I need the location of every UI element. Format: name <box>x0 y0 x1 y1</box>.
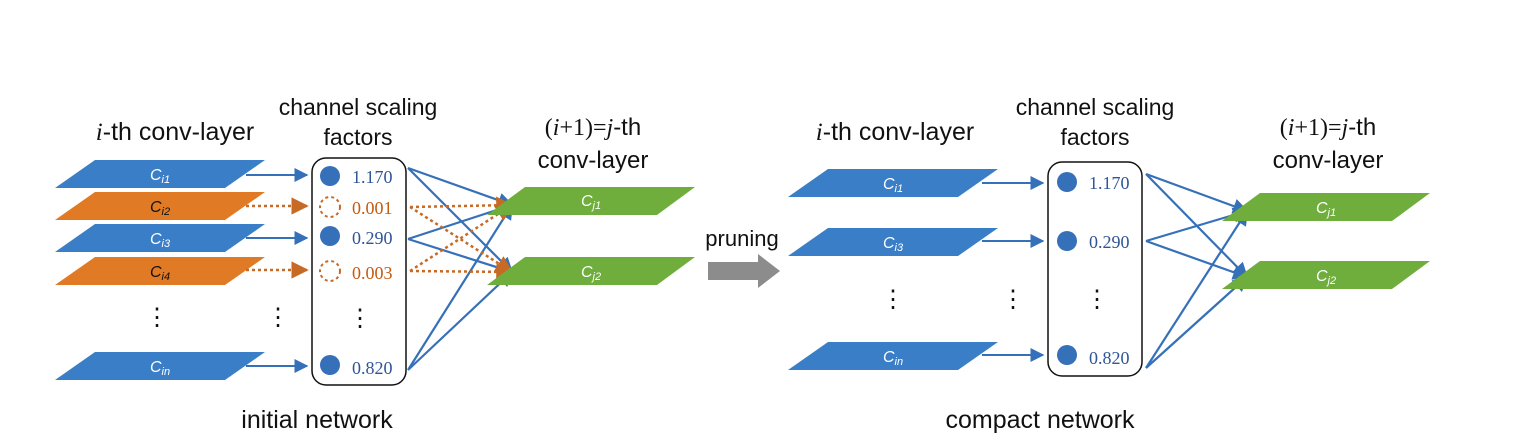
left-next-layer-label-line2: conv-layer <box>538 147 649 174</box>
svg-text:Cj2: Cj2 <box>581 264 601 283</box>
right-output-channel-1: Cj1 <box>1222 193 1430 221</box>
left-channel-2-pruned: Ci2 <box>55 192 265 220</box>
left-factor-value-n: 0.820 <box>352 358 393 378</box>
right-caption: compact network <box>946 406 1135 434</box>
left-factor-value-3: 0.290 <box>352 228 393 248</box>
pruning-step: pruning <box>705 226 780 288</box>
right-channel-3: Ci3 <box>788 228 998 256</box>
right-channels-ellipsis: ⋮ <box>881 286 905 313</box>
right-factor-dot-1 <box>1057 172 1077 192</box>
right-channel-n: Cin <box>788 342 998 370</box>
left-channel-4-pruned: Ci4 <box>55 257 265 285</box>
svg-text:Ci1: Ci1 <box>150 167 170 186</box>
right-factor-dot-n <box>1057 345 1077 365</box>
right-factor-dot-3 <box>1057 231 1077 251</box>
right-arrows-ellipsis: ⋮ <box>1001 286 1025 313</box>
left-factors-label-line1: channel scaling <box>279 94 438 120</box>
svg-text:Ci1: Ci1 <box>883 176 903 195</box>
right-factors-box <box>1047 161 1143 377</box>
left-factor-value-4: 0.003 <box>352 263 393 283</box>
left-factors-ellipsis: ⋮ <box>348 305 372 332</box>
left-factor-dot-2-pruned <box>319 196 341 218</box>
pruning-arrow-icon <box>708 254 780 288</box>
right-factors-label-line1: channel scaling <box>1016 94 1175 120</box>
right-factor-value-1: 1.170 <box>1089 173 1130 193</box>
right-factor-value-3: 0.290 <box>1089 232 1130 252</box>
svg-text:Cj2: Cj2 <box>1316 268 1336 287</box>
left-factor-dot-1 <box>320 166 340 186</box>
svg-text:Ci3: Ci3 <box>883 235 904 254</box>
initial-network: i-th conv-layer channel scaling factors … <box>55 94 695 434</box>
left-factor-value-2: 0.001 <box>352 198 393 218</box>
svg-text:Cin: Cin <box>150 359 170 378</box>
right-next-layer-label-line1: (i+1)=j-th <box>1280 114 1376 141</box>
left-connections <box>407 166 514 371</box>
svg-text:Cin: Cin <box>883 349 903 368</box>
left-factor-value-1: 1.170 <box>352 167 393 187</box>
right-next-layer-label-line2: conv-layer <box>1273 147 1384 174</box>
right-channel-1: Ci1 <box>788 169 998 197</box>
left-factor-dot-4-pruned <box>319 260 341 282</box>
left-channel-n: Cin <box>55 352 265 380</box>
right-layer-label: i-th conv-layer <box>816 118 974 146</box>
svg-text:Cj1: Cj1 <box>1316 200 1336 219</box>
svg-text:Ci2: Ci2 <box>150 199 170 218</box>
left-factors-label-line2: factors <box>323 124 392 150</box>
right-factors-label-line2: factors <box>1060 124 1129 150</box>
left-output-channel-2: Cj2 <box>487 257 695 285</box>
left-output-channel-1: Cj1 <box>487 187 695 215</box>
left-factors-box <box>311 157 407 386</box>
right-factors-ellipsis: ⋮ <box>1085 286 1109 313</box>
left-factor-dot-3 <box>320 226 340 246</box>
left-next-layer-label-line1: (i+1)=j-th <box>545 114 641 141</box>
left-layer-label: i-th conv-layer <box>96 118 254 146</box>
left-arrows-ellipsis: ⋮ <box>266 304 290 331</box>
svg-text:Ci3: Ci3 <box>150 231 171 250</box>
left-factor-dot-n <box>320 355 340 375</box>
left-channel-3: Ci3 <box>55 224 265 252</box>
right-output-channel-2: Cj2 <box>1222 261 1430 289</box>
right-connections <box>1145 172 1249 369</box>
left-channels-ellipsis: ⋮ <box>145 304 169 331</box>
svg-text:Ci4: Ci4 <box>150 264 170 283</box>
compact-network: i-th conv-layer channel scaling factors … <box>788 94 1430 434</box>
pruning-label: pruning <box>705 226 778 251</box>
left-caption: initial network <box>241 406 393 434</box>
right-factor-value-n: 0.820 <box>1089 348 1130 368</box>
svg-text:Cj1: Cj1 <box>581 193 601 212</box>
left-channel-1: Ci1 <box>55 160 265 188</box>
